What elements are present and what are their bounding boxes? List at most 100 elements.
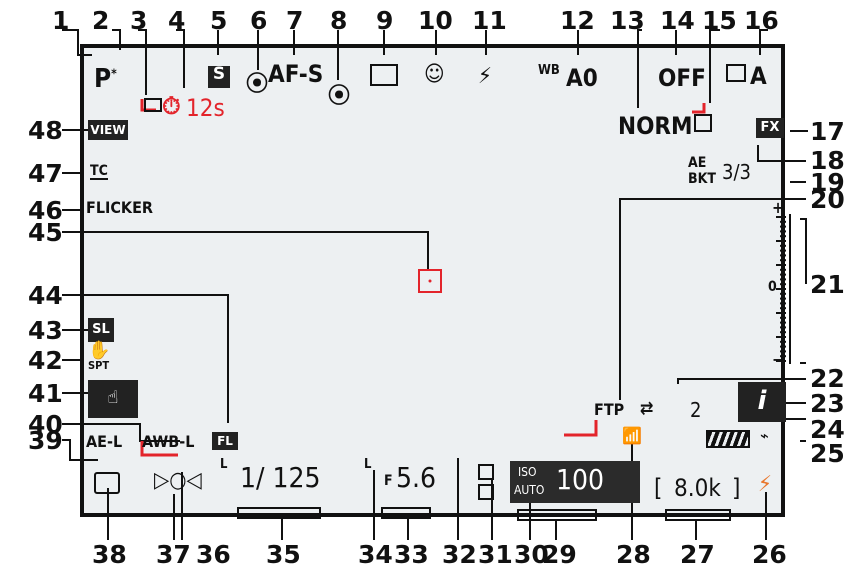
exposure-scale-tick (780, 321, 786, 324)
ftp-transfer-icon: ⇄ (640, 398, 654, 419)
metering-icon (94, 472, 120, 494)
camera-icon (144, 98, 162, 112)
exposure-scale-tick (780, 350, 786, 353)
exposure-scale-tick (776, 288, 786, 290)
callout-15: 15 (702, 6, 737, 35)
iso-label: ISO (518, 465, 537, 479)
callout-38: 38 (92, 540, 127, 569)
callout-12: 12 (560, 6, 595, 35)
callout-4: 4 (168, 6, 186, 35)
white-balance-value: A0 (566, 64, 598, 92)
exposure-scale-tick (776, 360, 786, 362)
af-area-mode-icon (370, 64, 398, 86)
shutter-speed-value: 1/ 125 (240, 461, 321, 494)
movie-vr-icon: ⦿ (328, 84, 351, 109)
callout-7: 7 (286, 6, 304, 35)
exposure-scale-tick (776, 216, 786, 218)
self-timer-icon: ⏱ (162, 92, 181, 120)
shutter-lock-icon: L (220, 457, 228, 472)
callout-21: 21 (810, 270, 845, 299)
exposure-scale-tick (780, 244, 786, 247)
callout-3: 3 (130, 6, 148, 35)
callout-20: 20 (810, 185, 845, 214)
exposure-scale-zero: 0 (768, 279, 777, 295)
flash-status-icon: ⚡ (478, 64, 492, 89)
callout-25: 25 (810, 439, 845, 468)
exposure-scale-tick (780, 345, 786, 348)
exposure-scale-tick (780, 307, 786, 310)
exposure-scale-tick (780, 292, 786, 295)
aperture-f-label: F (384, 473, 393, 489)
callout-5: 5 (210, 6, 228, 35)
af-mode-indicator: AF-S (268, 60, 324, 88)
exposure-scale-tick (780, 340, 786, 343)
callout-22: 22 (810, 364, 845, 393)
callout-27: 27 (680, 540, 715, 569)
exposure-scale-tick (780, 249, 786, 252)
exposure-scale-tick (780, 268, 786, 271)
exposure-scale-tick (780, 254, 786, 257)
callout-6: 6 (250, 6, 268, 35)
iso-value: 100 (556, 463, 605, 496)
info-button[interactable]: i (738, 382, 786, 422)
exposure-scale-tick (780, 235, 786, 238)
callout-8: 8 (330, 6, 348, 35)
flash-lock-indicator: FL (212, 432, 238, 450)
exposure-mode-indicator: P* (94, 64, 117, 94)
buffer-close: ] (732, 474, 741, 502)
flash-ready-icon: ⚡ (758, 472, 772, 497)
exposure-scale-tick (780, 273, 786, 276)
callout-46: 46 (28, 196, 63, 225)
exposure-scale-tick (780, 278, 786, 281)
callout-10: 10 (418, 6, 453, 35)
wb-label: WB (538, 63, 560, 78)
touch-shutter-button[interactable]: ☝ (88, 380, 138, 418)
exposure-scale-tick (780, 331, 786, 334)
exposure-scale-tick (780, 355, 786, 358)
callout-17: 17 (810, 117, 845, 146)
active-d-lighting-icon (726, 64, 746, 82)
release-mode-indicator: S (208, 66, 230, 88)
aperture-lock-icon: L (364, 457, 372, 472)
exposure-scale-tick (780, 220, 786, 223)
exposure-scale-tick (780, 326, 786, 329)
bracketing-label-bottom: BKT (688, 171, 716, 187)
image-area-indicator: FX (756, 118, 784, 138)
vibration-icon: ✋ (88, 340, 111, 361)
callout-33: 33 (394, 540, 429, 569)
exposure-scale-tick (776, 336, 786, 338)
battery-icon (706, 430, 750, 448)
buffer-remaining: 8.0k (674, 474, 721, 502)
subject-detection-icon: ☺ (424, 62, 445, 87)
callout-16: 16 (744, 6, 779, 35)
callout-26: 26 (752, 540, 787, 569)
exposure-scale-tick (780, 297, 786, 300)
wireless-icon: 📶 (622, 426, 642, 445)
bracketing-progress: 3/3 (722, 160, 751, 184)
active-d-lighting-value: A (750, 62, 767, 90)
exposure-scale-minus: − (772, 350, 785, 369)
callout-24: 24 (810, 415, 845, 444)
exposure-scale-tick (780, 316, 786, 319)
iso-auto-label: AUTO (514, 483, 545, 497)
image-quality-indicator: NORM (618, 112, 693, 140)
callout-1: 1 (52, 6, 70, 35)
callout-23: 23 (810, 389, 845, 418)
callout-30: 30 (514, 540, 549, 569)
callout-43: 43 (28, 316, 63, 345)
sport-vr-label: SPT (88, 359, 110, 372)
bracketing-label-top: AE (688, 155, 707, 171)
callout-13: 13 (610, 6, 645, 35)
awb-lock-indicator: AWB-L (142, 432, 195, 451)
timecode-indicator: TC (90, 163, 108, 180)
exposure-scale-tick (780, 225, 786, 228)
callout-9: 9 (376, 6, 394, 35)
flicker-indicator: FLICKER (86, 198, 153, 217)
view-mode-indicator: VIEW (88, 120, 128, 140)
callout-40: 40 (28, 410, 63, 439)
callout-42: 42 (28, 346, 63, 375)
self-timer-value: 12s (186, 94, 225, 122)
exposure-scale-tick (780, 230, 786, 233)
